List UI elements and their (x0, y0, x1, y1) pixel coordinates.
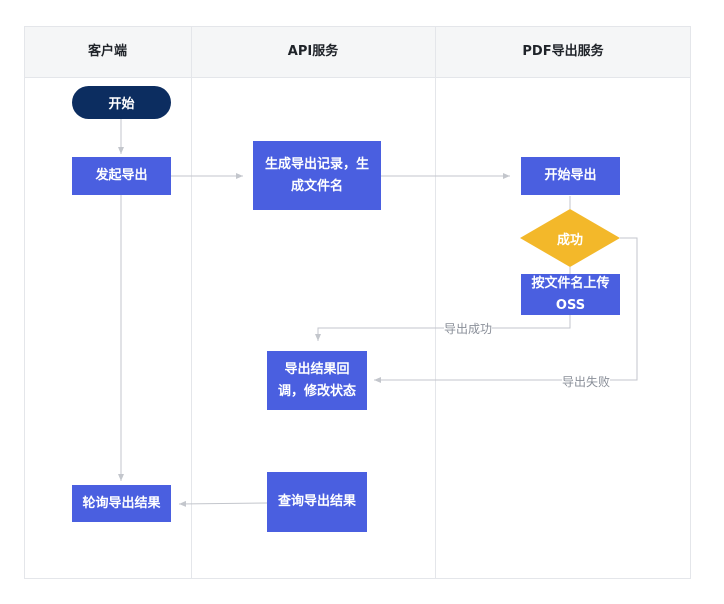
initiate-export-node: 发起导出 (72, 157, 171, 195)
lane-divider-1 (191, 26, 192, 579)
upload-oss-node: 按文件名上传OSS (521, 274, 620, 315)
lane-title-client: 客户端 (87, 44, 127, 59)
start-node: 开始 (72, 86, 171, 119)
poll-result-node: 轮询导出结果 (72, 485, 171, 522)
success-decision-label: 成功 (556, 233, 583, 248)
begin-export-node: 开始导出 (521, 157, 620, 195)
query-result-node: 查询导出结果 (267, 472, 367, 532)
lane-title-api: API服务 (287, 44, 339, 59)
callback-node: 导出结果回调，修改状态 (267, 351, 367, 410)
edge-label-export-success: 导出成功 (444, 320, 493, 337)
lane-divider-2 (435, 26, 436, 579)
edge-fail-to-callback (374, 237, 638, 383)
lane-title-pdf: PDF导出服务 (522, 44, 604, 59)
success-decision-diamond (520, 209, 620, 267)
edge-query-to-poll (178, 500, 268, 507)
edge-label-export-fail: 导出失败 (562, 373, 611, 390)
lane-header-row (24, 26, 691, 78)
create-record-node: 生成导出记录，生成文件名 (253, 141, 381, 210)
